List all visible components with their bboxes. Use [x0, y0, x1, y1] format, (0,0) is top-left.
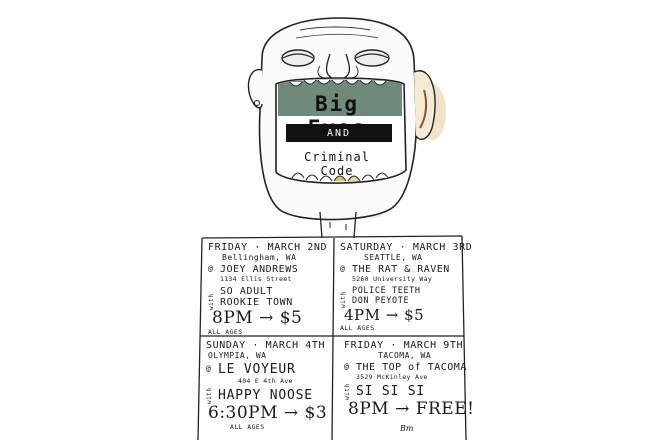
event-date: SATURDAY · MARCH 3RD: [340, 242, 473, 253]
headline-band-2: Criminal Code: [304, 150, 370, 178]
headline-conjunction: AND: [326, 128, 352, 139]
event-2: SATURDAY · MARCH 3RD SEATTLE, WA @ THE R…: [340, 242, 472, 332]
event-date: FRIDAY · MARCH 9TH: [344, 340, 464, 351]
event-address: 3529 McKinley Ave: [356, 373, 428, 381]
event-act: ROOKIE TOWN: [220, 297, 293, 308]
event-act: HAPPY NOOSE: [218, 388, 313, 403]
event-price: 8PM → $5: [212, 308, 303, 328]
event-city: TACOMA, WA: [378, 351, 432, 360]
event-price: 6:30PM → $3: [208, 403, 328, 423]
event-venue: LE VOYEUR: [218, 362, 296, 377]
nose: [325, 53, 351, 79]
event-1: FRIDAY · MARCH 2ND Bellingham, WA @ JOEY…: [208, 242, 327, 336]
event-3: SUNDAY · MARCH 4TH OLYMPIA, WA @ LE VOYE…: [206, 340, 327, 431]
event-date: SUNDAY · MARCH 4TH: [206, 340, 326, 351]
event-city: Bellingham, WA: [222, 253, 297, 262]
wrinkle: [295, 33, 379, 39]
event-city: OLYMPIA, WA: [208, 351, 267, 360]
lower-teeth: [291, 172, 389, 182]
neck: [319, 211, 357, 239]
event-grid: [197, 235, 467, 441]
artist-signature: Bm: [400, 424, 414, 433]
event-address: 404 E 4th Ave: [238, 377, 293, 385]
event-ages: ALL AGES: [230, 423, 265, 431]
event-date: FRIDAY · MARCH 2ND: [208, 242, 328, 253]
event-address: 1134 Ellis Street: [220, 275, 292, 283]
earring: [254, 100, 260, 106]
upper-teeth: [289, 79, 387, 87]
right-eye: [354, 49, 390, 67]
with-label: with: [206, 387, 213, 404]
event-address: 5260 University Way: [352, 275, 433, 283]
at-label: @: [208, 264, 214, 273]
event-venue: THE TOP of TACOMA: [356, 362, 467, 373]
and-bar: [286, 124, 392, 142]
wrinkle: [299, 26, 371, 31]
event-price: 4PM → $5: [344, 306, 425, 324]
event-ages: ALL AGES: [340, 324, 375, 332]
banner-green: [278, 79, 402, 116]
left-eye: [281, 49, 315, 67]
event-act: SI SI SI: [356, 384, 426, 399]
event-venue: THE RAT & RAVEN: [352, 264, 450, 275]
event-ages: ALL AGES: [208, 328, 243, 336]
with-label: with: [208, 293, 215, 310]
event-price: 8PM → FREE!: [348, 399, 475, 419]
right-ear: [413, 70, 436, 140]
at-label: @: [340, 264, 346, 273]
at-label: @: [206, 364, 212, 373]
event-4: FRIDAY · MARCH 9TH TACOMA, WA @ THE TOP …: [344, 340, 474, 419]
event-act: DON PEYOTE: [352, 296, 410, 306]
with-label: with: [340, 291, 347, 308]
at-label: @: [344, 362, 350, 371]
event-venue: JOEY ANDREWS: [220, 264, 299, 275]
event-city: SEATTLE, WA: [364, 253, 423, 262]
event-act: POLICE TEETH: [352, 286, 421, 296]
headline-band-1: Big Eyes: [307, 92, 367, 140]
with-label: with: [344, 383, 351, 400]
left-ear: [247, 69, 263, 109]
event-act: SO ADULT: [220, 286, 273, 297]
